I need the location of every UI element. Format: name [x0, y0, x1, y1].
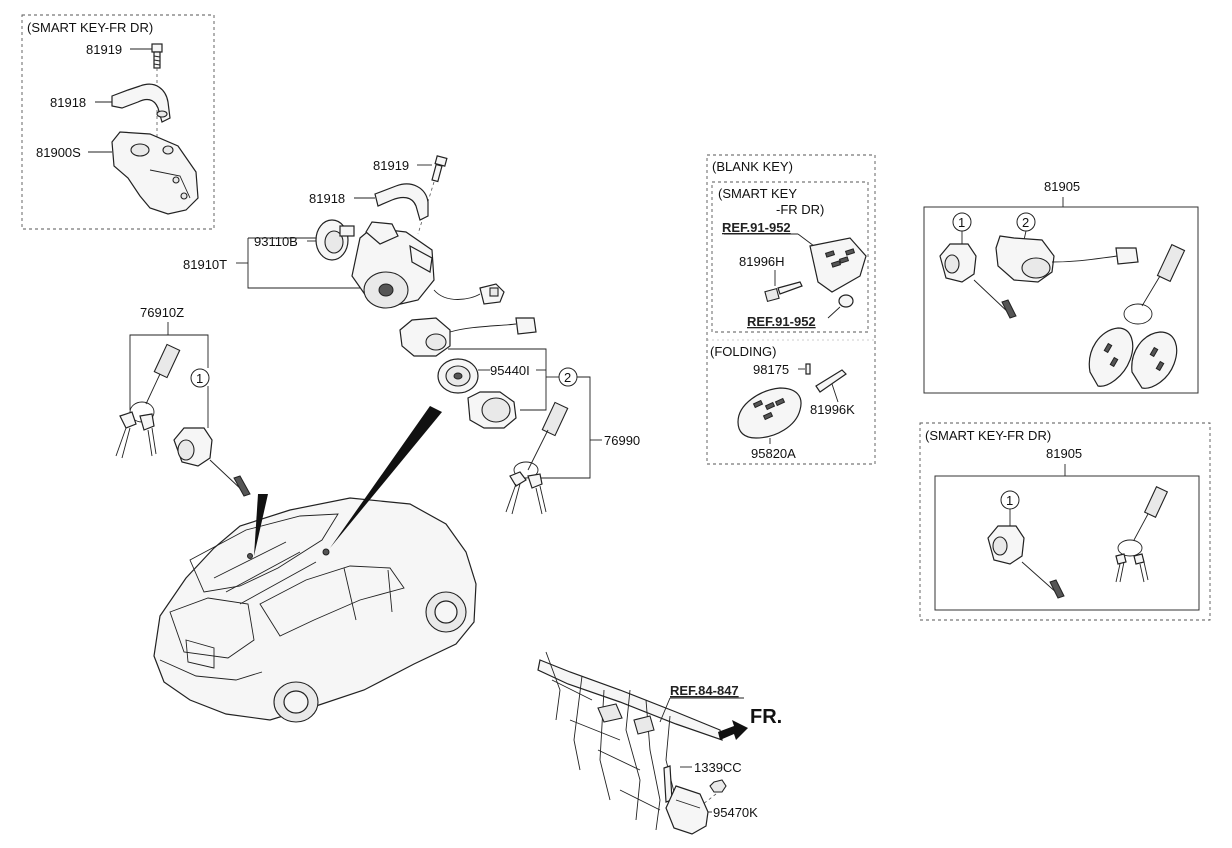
start-button-95440I-part[interactable] — [437, 358, 479, 394]
front-direction-arrow — [718, 720, 748, 740]
callout-1-right-bottom: 1 — [1000, 490, 1020, 510]
emergency-key-81996H-part[interactable] — [764, 281, 803, 303]
svg-text:1: 1 — [196, 371, 203, 386]
front-direction-label: FR. — [750, 706, 782, 728]
label-81910T[interactable]: 81910T — [183, 257, 227, 272]
bracket-81918-mid-part[interactable] — [374, 183, 429, 221]
group-title-blank-key: (BLANK KEY) — [712, 159, 793, 174]
svg-text:2: 2 — [564, 370, 571, 385]
blade-81996K-part[interactable] — [815, 369, 847, 393]
group-title: (SMART KEY-FR DR) — [27, 20, 153, 35]
group-ignition-assembly: 81919 81918 93110B 81910T — [183, 155, 640, 515]
label-81996K[interactable]: 81996K — [810, 402, 855, 417]
label-93110B[interactable]: 93110B — [254, 234, 298, 249]
kit-box-81905-top — [923, 206, 1199, 394]
ref-84-847[interactable]: REF.84-847 — [670, 683, 739, 698]
label-81918-mid[interactable]: 81918 — [309, 191, 345, 206]
svg-text:2: 2 — [1022, 215, 1029, 230]
callout-1-left: 1 — [190, 368, 210, 388]
label-81918[interactable]: 81918 — [50, 95, 86, 110]
ignition-switch-part[interactable] — [399, 317, 537, 357]
folding-key-95820A-part[interactable] — [737, 387, 802, 439]
folding-key-pair-part[interactable] — [1088, 243, 1186, 389]
group-81905-top: 81905 1 2 — [923, 179, 1199, 394]
key-blanks-smart-kit-part[interactable] — [1115, 486, 1169, 583]
door-cylinder-kit-part[interactable] — [939, 243, 1017, 319]
group-box — [21, 14, 215, 230]
door-lock-81900S-part[interactable] — [111, 131, 199, 215]
ref-91-952-a[interactable]: REF.91-952 — [722, 220, 791, 235]
callout-2-right-top: 2 — [1016, 212, 1036, 232]
label-81919-mid[interactable]: 81919 — [373, 158, 409, 173]
key-set-76910Z-part[interactable] — [115, 343, 181, 459]
callout-1-right-top: 1 — [952, 212, 972, 232]
label-81900S[interactable]: 81900S — [36, 145, 81, 160]
bolt-81919-part[interactable] — [151, 43, 163, 69]
pin-98175-part[interactable] — [805, 363, 811, 375]
svg-text:1: 1 — [1006, 493, 1013, 508]
group-title-smart-key: (SMART KEY — [718, 186, 797, 201]
group-dash-frame: REF.84-847 FR. 1339CC 95470K — [537, 651, 782, 835]
label-98175[interactable]: 98175 — [753, 362, 789, 377]
label-81905-top[interactable]: 81905 — [1044, 179, 1080, 194]
group-81905-bottom: (SMART KEY-FR DR) 81905 1 — [919, 422, 1211, 621]
pointer-to-tailgate — [254, 494, 268, 556]
label-76990[interactable]: 76990 — [604, 433, 640, 448]
module-95470K-part[interactable] — [663, 765, 709, 835]
kit-box-81905-bottom — [934, 475, 1200, 611]
label-81919[interactable]: 81919 — [86, 42, 122, 57]
group-76910Z: 76910Z 1 — [115, 305, 251, 497]
group-box-right — [919, 422, 1211, 621]
group-smart-key-fr-dr-top: (SMART KEY-FR DR) 81919 81918 81900S — [21, 14, 215, 230]
nut-1339CC-part[interactable] — [709, 779, 727, 793]
label-81905-bottom[interactable]: 81905 — [1046, 446, 1082, 461]
label-1339CC[interactable]: 1339CC — [694, 760, 742, 775]
bracket-81918-part[interactable] — [111, 83, 171, 123]
callout-2-mid: 2 — [558, 367, 578, 387]
smart-key-inner-box — [711, 181, 869, 333]
blank-key-box — [706, 154, 876, 465]
key-set-76990-part[interactable] — [505, 401, 569, 515]
group-title-folding: (FOLDING) — [710, 344, 776, 359]
svg-text:1: 1 — [958, 215, 965, 230]
pointer-to-ignition — [330, 406, 442, 548]
vehicle-illustration — [153, 497, 477, 723]
coin-battery-part[interactable] — [838, 294, 854, 308]
group-blank-key: (BLANK KEY) (SMART KEY -FR DR) REF.91-95… — [706, 154, 876, 465]
bezel-ring-part[interactable] — [467, 391, 517, 429]
door-cylinder-smart-kit-part[interactable] — [987, 525, 1065, 599]
label-81996H[interactable]: 81996H — [739, 254, 785, 269]
sensor-93110B-part[interactable] — [315, 219, 355, 261]
group-title-smart-key-2: -FR DR) — [776, 202, 824, 217]
lock-cylinder-81910T-part[interactable] — [351, 221, 505, 309]
cowl-crossmember-part[interactable] — [537, 651, 723, 831]
bolt-81919-mid-part[interactable] — [431, 155, 448, 183]
label-95440I[interactable]: 95440I — [490, 363, 530, 378]
smart-key-fob-part[interactable] — [809, 237, 867, 293]
label-95820A[interactable]: 95820A — [751, 446, 796, 461]
label-95470K[interactable]: 95470K — [713, 805, 758, 820]
ignition-cylinder-kit-part[interactable] — [995, 235, 1139, 283]
group-title-right: (SMART KEY-FR DR) — [925, 428, 1051, 443]
door-lock-cylinder-part[interactable] — [173, 427, 251, 497]
ref-91-952-b[interactable]: REF.91-952 — [747, 314, 816, 329]
label-76910Z[interactable]: 76910Z — [140, 305, 184, 320]
